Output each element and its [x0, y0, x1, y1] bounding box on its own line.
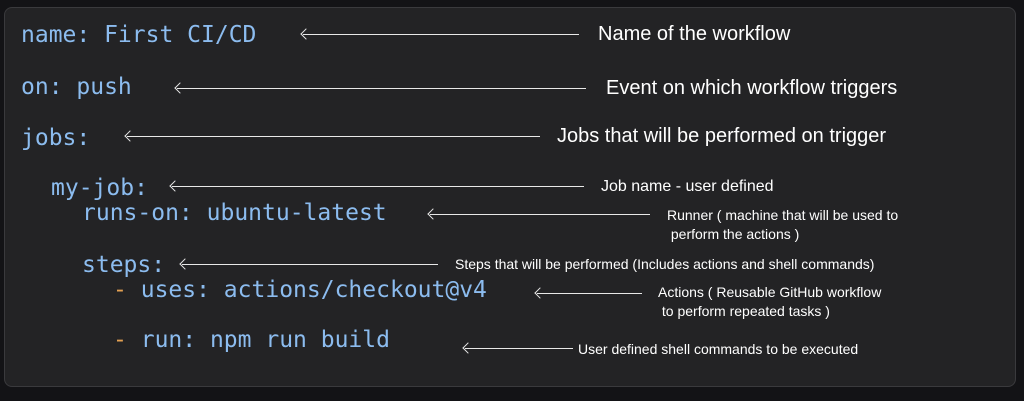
code-line-name: name: First CI/CD [21, 22, 257, 48]
code-run-text: run: npm run build [140, 327, 390, 353]
annotation-runs-on-line2: perform the actions ) [667, 226, 800, 242]
annotation-my-job: Job name - user defined [601, 178, 774, 195]
annotation-name: Name of the workflow [598, 23, 791, 45]
arrow-left-icon [300, 28, 579, 40]
code-line-steps: steps: [82, 252, 166, 278]
code-panel [4, 7, 1016, 387]
annotation-on: Event on which workflow triggers [606, 77, 898, 99]
annotation-steps: Steps that will be performed (Includes a… [455, 256, 875, 272]
arrow-left-icon [179, 258, 438, 270]
code-line-jobs: jobs: [21, 125, 91, 151]
annotation-uses-line1: Actions ( Reusable GitHub workflow [658, 284, 882, 300]
arrow-left-icon [462, 342, 573, 354]
list-dash: - [113, 277, 127, 303]
code-line-uses: - uses: actions/checkout@v4 [113, 276, 487, 304]
arrow-left-icon [169, 180, 584, 192]
arrow-left-icon [124, 130, 540, 142]
arrow-left-icon [534, 287, 642, 299]
annotation-run: User defined shell commands to be execut… [578, 341, 859, 357]
code-line-my-job: my-job: [51, 175, 148, 201]
code-line-runs-on: runs-on: ubuntu-latest [82, 200, 387, 226]
code-line-run: - run: npm run build [113, 326, 390, 354]
code-uses-text: uses: actions/checkout@v4 [140, 277, 487, 303]
annotation-uses-line2: to perform repeated tasks ) [658, 303, 830, 319]
annotation-jobs: Jobs that will be performed on trigger [557, 125, 887, 147]
arrow-left-icon [174, 82, 586, 94]
annotation-runs-on-line1: Runner ( machine that will be used to [667, 207, 899, 223]
code-line-on: on: push [21, 74, 132, 100]
arrow-left-icon [427, 208, 650, 220]
list-dash: - [113, 327, 127, 353]
